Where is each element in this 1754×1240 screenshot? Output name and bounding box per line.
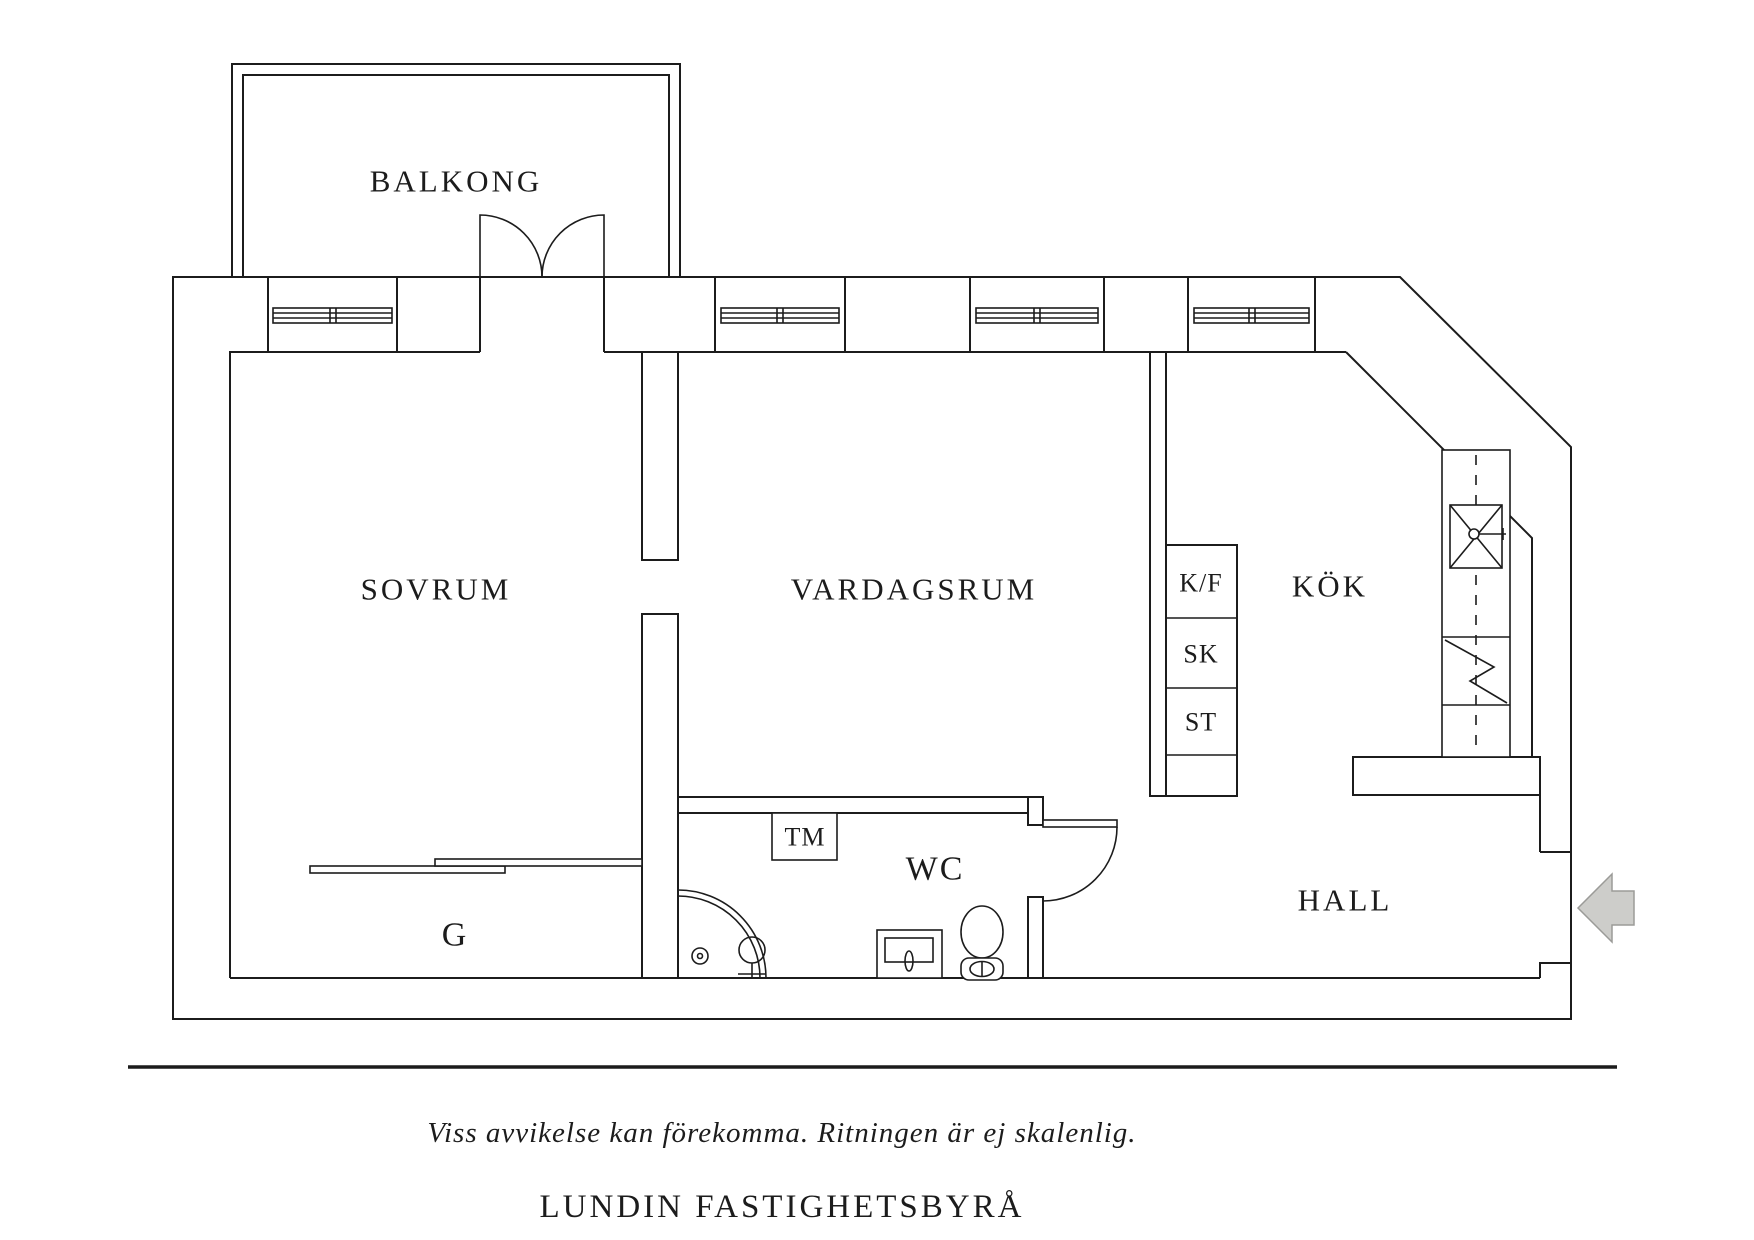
wall-kitchen-hall [1352, 756, 1541, 796]
window-niche [969, 276, 1105, 353]
window-frame [975, 307, 1099, 324]
window-kitchen [1187, 276, 1316, 353]
kitchen-label: KÖK [1292, 569, 1368, 604]
window-glazing [273, 308, 392, 323]
window-niche [714, 276, 846, 353]
window-glazing [976, 308, 1098, 323]
entrance-door-jambs [1539, 795, 1571, 978]
sliding-door-panel-left [309, 865, 506, 874]
bedroom-label: SOVRUM [361, 572, 512, 607]
wall-wc-door-post-lower [1027, 896, 1044, 979]
balcony-door-right-leaf-icon [541, 214, 605, 278]
shower-glass-outer [677, 889, 767, 979]
windows [267, 276, 1316, 353]
footer-brand-text: LUNDIN FASTIGHETSBYRÅ [540, 1188, 1025, 1225]
inner-wall-diagonal [1345, 351, 1533, 757]
entrance-arrow-outline [1576, 872, 1635, 944]
window-frame [272, 307, 393, 324]
wardrobe-label: G [442, 917, 469, 954]
window-glazing [721, 308, 839, 323]
footer-disclaimer-text: Viss avvikelse kan förekomma. Ritningen … [427, 1117, 1136, 1149]
washing-machine-box [771, 812, 838, 861]
entrance-arrow-icon [1578, 874, 1634, 942]
cabinet-column-outline [1165, 544, 1238, 797]
sink-basin [884, 937, 934, 963]
footer: Viss avvikelse kan förekomma. Ritningen … [128, 1065, 1617, 1225]
window-niche [1187, 276, 1316, 353]
sink-tap-icon [904, 950, 914, 972]
wc-door-swing-arc [1042, 826, 1118, 902]
wc-sink-icon [876, 929, 943, 979]
stove-zigzag-icon [1444, 639, 1508, 704]
faucet-spout-icon [1479, 528, 1506, 540]
window-frame [720, 307, 840, 324]
sliding-door-panel-right [434, 858, 643, 867]
toilet-icon [960, 905, 1004, 981]
wc-label: WC [906, 851, 965, 888]
balcony-door-jambs [479, 277, 605, 352]
kitchen-fixtures [1441, 449, 1511, 758]
window-bedroom [267, 276, 398, 353]
closet-label: SK [1183, 640, 1218, 669]
window-living-right [969, 276, 1105, 353]
wall-bedroom-living-upper [641, 351, 679, 561]
shower-drain-center [696, 952, 704, 960]
balcony-label: BALKONG [370, 164, 543, 199]
shower-icon [677, 889, 767, 979]
wall-wc-door-post-upper [1027, 796, 1044, 826]
wall-living-kitchen [1149, 351, 1167, 797]
wc-fixtures: TM [677, 812, 1118, 981]
kitchen-cabinet-column: K/F SK ST [1165, 544, 1238, 797]
wc-door-icon [1042, 819, 1118, 902]
stove-box [1442, 636, 1510, 706]
cabinet-dividers [1166, 617, 1237, 756]
washing-machine-label: TM [785, 823, 826, 852]
window-glazing [1194, 308, 1309, 323]
shower-stem [738, 963, 766, 978]
balcony: BALKONG [231, 63, 681, 278]
wc-door-leaf [1042, 819, 1118, 828]
hall-label: HALL [1298, 883, 1393, 918]
living-room-label: VARDAGSRUM [791, 572, 1038, 607]
faucet-base-icon [1468, 528, 1480, 540]
window-frame [1193, 307, 1310, 324]
balcony-door-left-leaf-icon [479, 214, 543, 278]
wardrobe-sliding-doors [309, 858, 643, 874]
shower-drain-icon [691, 947, 709, 965]
window-niche [267, 276, 398, 353]
toilet-bowl [960, 905, 1004, 959]
cleaning-closet-label: ST [1185, 708, 1217, 737]
wall-bedroom-wc [641, 613, 679, 979]
inner-wall-left [229, 351, 268, 978]
window-living-left [714, 276, 846, 353]
wall-wc-top [677, 796, 1029, 814]
fridge-freezer-label: K/F [1179, 569, 1222, 598]
